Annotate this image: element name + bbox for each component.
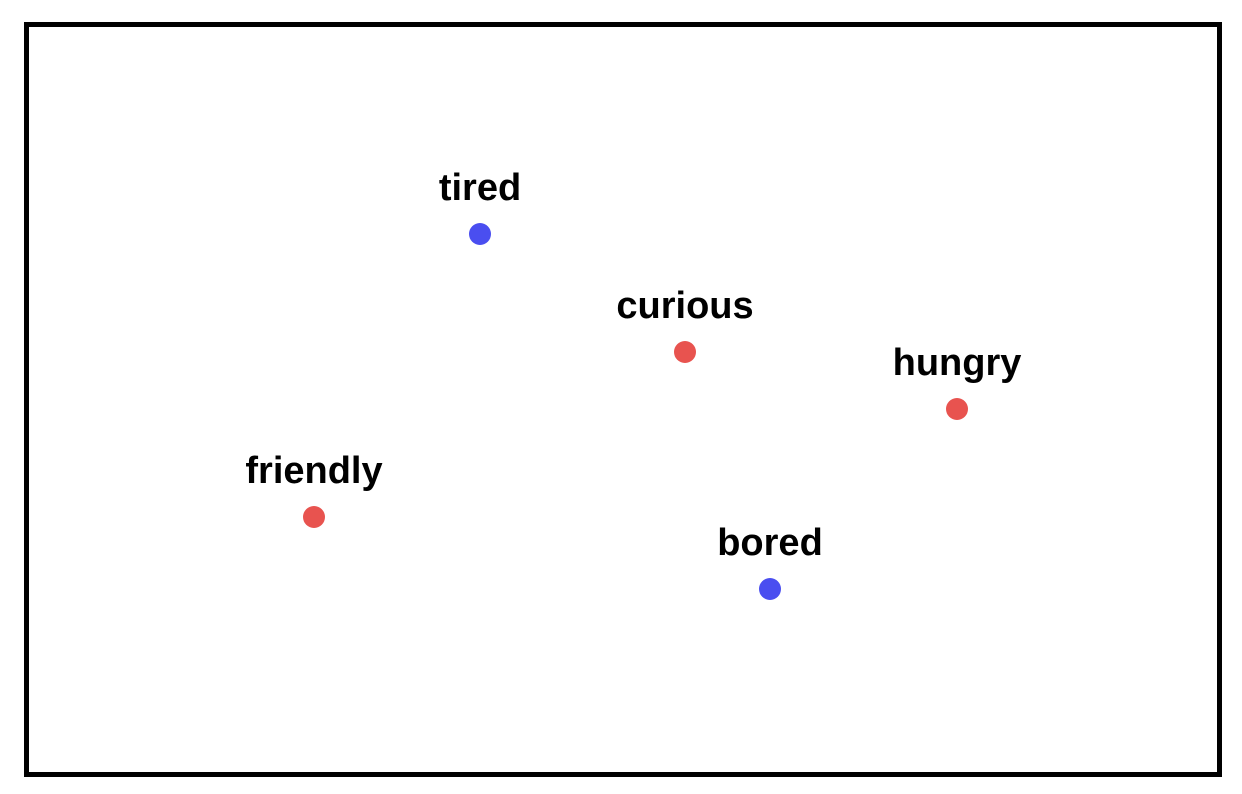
word-dot — [759, 578, 781, 600]
word-dot — [303, 506, 325, 528]
word-label: bored — [717, 522, 823, 564]
word-label: hungry — [892, 342, 1022, 384]
word-label: tired — [438, 167, 522, 209]
word-dot — [946, 398, 968, 420]
word-dot — [469, 223, 491, 245]
word-dot — [674, 341, 696, 363]
diagram-frame: tired curious hungry friendly bored — [24, 22, 1222, 777]
word-label: friendly — [245, 450, 383, 492]
word-label: curious — [616, 285, 754, 327]
